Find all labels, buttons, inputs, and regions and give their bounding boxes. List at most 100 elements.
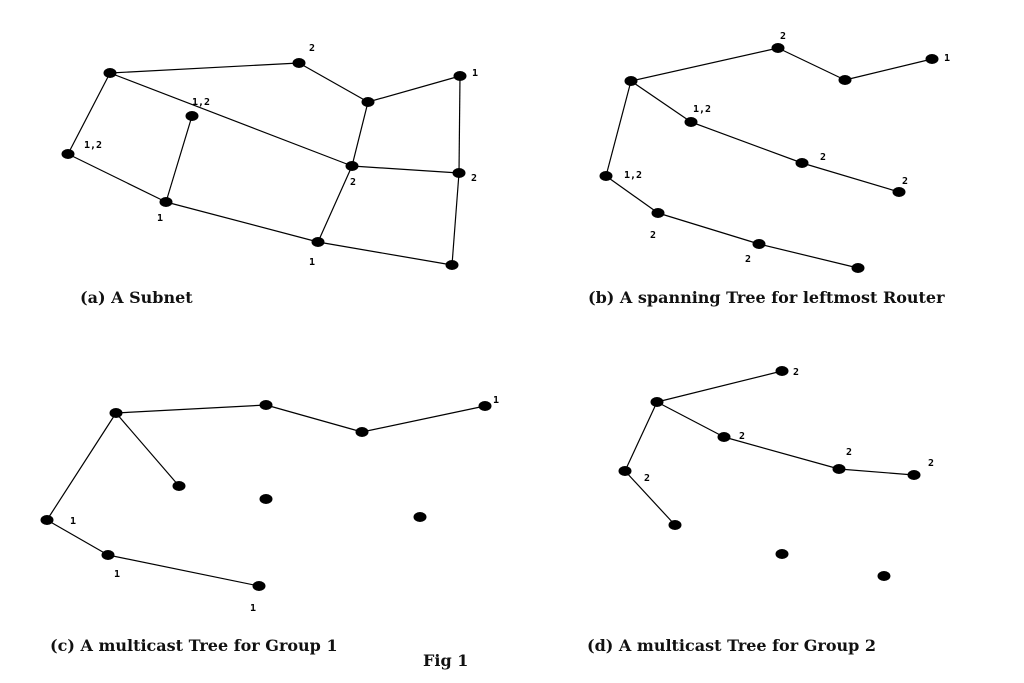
router-node-d-F [668, 520, 682, 530]
group-label-d-E: 2 [644, 473, 650, 484]
router-node-b-D [684, 117, 698, 127]
edge-a-B-C [298, 62, 369, 103]
group-label-a-B: 2 [309, 43, 315, 54]
edge-d-B-C [723, 436, 840, 470]
router-node-a-D [453, 71, 467, 81]
router-node-d-C [832, 464, 846, 474]
router-node-c-B [355, 427, 369, 437]
edge-c-G-H [46, 519, 109, 556]
router-node-a-J [311, 237, 325, 247]
edge-c-B-C [361, 405, 486, 433]
router-node-b-R [624, 76, 638, 86]
router-node-d-G [775, 549, 789, 559]
edge-d-E-F [624, 470, 676, 526]
edge-a-A-B [109, 62, 300, 74]
router-node-a-C [361, 97, 375, 107]
router-node-b-F [892, 187, 906, 197]
group-label-b-C: 1 [944, 53, 950, 64]
router-node-b-I [752, 239, 766, 249]
edge-b-I-J [758, 243, 859, 269]
edge-a-A-F [67, 72, 111, 155]
router-node-b-B [838, 75, 852, 85]
group-label-b-H: 2 [650, 230, 656, 241]
edge-a-H-K [451, 172, 460, 266]
router-node-c-G [40, 515, 54, 525]
edge-b-D-E [690, 121, 803, 164]
group-label-a-H: 2 [471, 173, 477, 184]
router-node-b-E [795, 158, 809, 168]
group-label-d-B: 2 [739, 431, 745, 442]
router-node-d-E [618, 466, 632, 476]
router-node-d-A [775, 366, 789, 376]
group-label-b-F: 2 [902, 176, 908, 187]
edge-a-I-J [165, 201, 319, 243]
caption-d: (d) A multicast Tree for Group 2 [587, 636, 877, 655]
edge-d-R-A [656, 370, 783, 403]
caption-b: (b) A spanning Tree for leftmost Router [588, 288, 945, 307]
caption-c: (c) A multicast Tree for Group 1 [50, 636, 338, 655]
group-label-b-A: 2 [780, 31, 786, 42]
router-node-d-R [650, 397, 664, 407]
edge-d-C-D [838, 468, 915, 476]
edge-c-A-B [265, 404, 363, 433]
router-node-a-K [445, 260, 459, 270]
router-node-c-E [259, 494, 273, 504]
router-node-c-I [252, 581, 266, 591]
router-node-c-C [478, 401, 492, 411]
edge-c-R-A [115, 404, 267, 414]
edge-c-H-I [107, 554, 260, 587]
group-label-b-I: 2 [745, 254, 751, 265]
edge-a-C-D [367, 75, 461, 103]
edge-a-J-K [317, 241, 453, 266]
router-node-b-H [651, 208, 665, 218]
router-node-b-J [851, 263, 865, 273]
edge-b-E-F [801, 162, 900, 193]
edge-a-G-C [351, 101, 369, 167]
group-label-a-G: 2 [350, 177, 356, 188]
router-node-b-A [771, 43, 785, 53]
group-label-a-J: 1 [309, 257, 315, 268]
edge-a-G-H [351, 165, 460, 174]
edge-a-D-H [458, 75, 461, 174]
edge-d-R-E [624, 401, 658, 472]
router-node-a-E [185, 111, 199, 121]
edge-a-E-I [165, 115, 193, 203]
router-node-c-D [172, 481, 186, 491]
group-label-d-C: 2 [846, 447, 852, 458]
edge-b-R-D [630, 80, 692, 123]
router-node-c-R [109, 408, 123, 418]
router-node-d-H [877, 571, 891, 581]
caption-a: (a) A Subnet [80, 288, 193, 307]
router-node-d-B [717, 432, 731, 442]
edge-a-J-G [317, 165, 353, 243]
edge-b-R-G [605, 80, 632, 177]
edge-c-R-D [115, 412, 180, 487]
group-label-c-G: 1 [70, 516, 76, 527]
router-node-c-A [259, 400, 273, 410]
edge-b-A-B [777, 47, 846, 81]
router-node-a-G [345, 161, 359, 171]
group-label-b-E: 2 [820, 152, 826, 163]
router-node-a-A [103, 68, 117, 78]
group-label-b-G: 1,2 [624, 170, 642, 181]
group-label-a-I: 1 [157, 213, 163, 224]
figure-caption: Fig 1 [423, 651, 469, 670]
router-node-c-F [413, 512, 427, 522]
group-label-c-H: 1 [114, 569, 120, 580]
router-node-a-F [61, 149, 75, 159]
edge-c-R-G [46, 412, 117, 521]
group-label-a-F: 1,2 [84, 140, 102, 151]
router-node-b-G [599, 171, 613, 181]
group-label-c-I: 1 [250, 603, 256, 614]
edge-b-H-I [657, 212, 760, 245]
edge-b-G-H [605, 175, 659, 214]
edge-a-F-I [67, 153, 167, 203]
router-node-c-H [101, 550, 115, 560]
group-label-c-C: 1 [493, 395, 499, 406]
edge-b-R-A [630, 47, 779, 82]
group-label-a-D: 1 [472, 68, 478, 79]
router-node-b-C [925, 54, 939, 64]
router-node-a-B [292, 58, 306, 68]
router-node-d-D [907, 470, 921, 480]
